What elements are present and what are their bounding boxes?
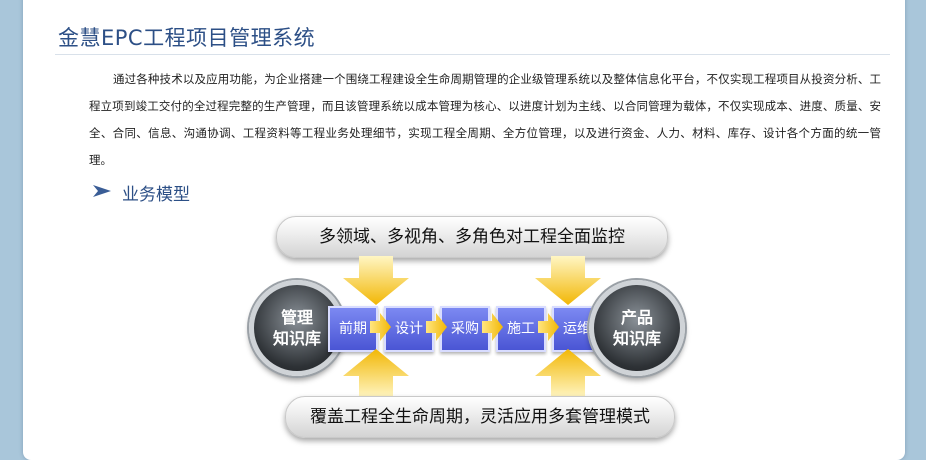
orb-label-line1: 产品 <box>620 308 653 327</box>
right-arrow-icon <box>370 313 391 341</box>
intro-paragraph: 通过各种技术以及应用功能，为企业搭建一个围绕工程建设全生命周期管理的企业级管理系… <box>89 72 881 167</box>
title-divider <box>55 54 890 55</box>
bottom-banner: 覆盖工程全生命周期，灵活应用多套管理模式 <box>285 396 675 438</box>
up-arrow-icon <box>343 349 409 398</box>
right-arrow-icon <box>426 313 447 341</box>
top-banner: 多领域、多视角、多角色对工程全面监控 <box>276 216 668 258</box>
section-title: 业务模型 <box>122 185 190 205</box>
orb-label-line1: 管理 <box>280 308 313 327</box>
orb-label-line2: 知识库 <box>612 329 661 348</box>
up-arrow-icon <box>535 349 601 398</box>
stage-box: 采购 <box>440 306 490 352</box>
product-knowledge-base: 产品 知识库 <box>589 280 685 376</box>
triangle-arrow-icon <box>93 185 111 197</box>
down-arrow-icon <box>343 256 409 305</box>
right-arrow-icon <box>482 313 503 341</box>
page-title: 金慧EPC工程项目管理系统 <box>58 26 316 50</box>
stage-box: 前期 <box>328 306 378 352</box>
down-arrow-icon <box>535 256 601 305</box>
right-arrow-icon <box>538 313 559 341</box>
orb-label-line2: 知识库 <box>272 329 321 348</box>
